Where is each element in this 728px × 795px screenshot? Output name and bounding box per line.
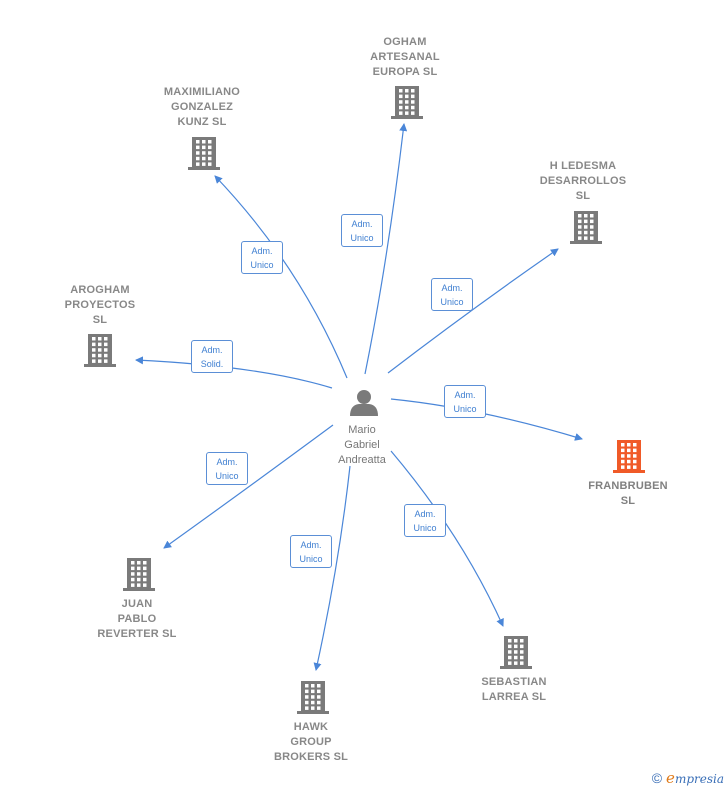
copyright-icon: © [651, 770, 663, 786]
edge-ledesma [387, 248, 559, 374]
role-badge-arogham: Adm. Solid. [191, 340, 233, 373]
role-badge-hawk: Adm. Unico [290, 535, 332, 568]
person-icon [350, 390, 378, 416]
edge-juan [163, 424, 334, 549]
footer-brand: ©empresia [652, 769, 724, 787]
role-badge-sebastian: Adm. Unico [404, 504, 446, 537]
brand-logo: empresia [666, 769, 724, 787]
company-label-arogham[interactable]: AROGHAM PROYECTOS SL [64, 284, 136, 326]
role-badge-juan: Adm. Unico [206, 452, 248, 485]
company-label-ledesma[interactable]: H LEDESMA DESARROLLOS SL [539, 160, 627, 202]
building-icon [123, 558, 155, 591]
building-icon [84, 334, 116, 367]
role-badge-maximiliano: Adm. Unico [241, 241, 283, 274]
edge-sebastian [390, 450, 504, 627]
edge-franbruben [390, 398, 583, 441]
role-badge-franbruben: Adm. Unico [444, 385, 486, 418]
role-badge-ogham: Adm. Unico [341, 214, 383, 247]
building-icon [297, 681, 329, 714]
edge-arogham [135, 356, 333, 389]
edge-maximiliano [214, 175, 348, 379]
company-label-franbruben[interactable]: FRANBRUBEN SL [588, 480, 668, 507]
edge-hawk [313, 465, 351, 671]
building-icon [570, 211, 602, 244]
edge-ogham [364, 123, 408, 375]
company-label-sebastian[interactable]: SEBASTIAN LARREA SL [481, 676, 547, 703]
company-label-juan[interactable]: JUAN PABLO REVERTER SL [97, 598, 177, 640]
company-label-ogham[interactable]: OGHAM ARTESANAL EUROPA SL [370, 36, 440, 78]
building-icon [188, 137, 220, 170]
building-icon [613, 440, 645, 473]
building-icon [391, 86, 423, 119]
company-label-maximiliano[interactable]: MAXIMILIANO GONZALEZ KUNZ SL [163, 86, 241, 128]
role-badge-ledesma: Adm. Unico [431, 278, 473, 311]
center-person-name[interactable]: Mario Gabriel Andreatta [338, 424, 386, 466]
building-icon [500, 636, 532, 669]
company-label-hawk[interactable]: HAWK GROUP BROKERS SL [273, 721, 349, 763]
